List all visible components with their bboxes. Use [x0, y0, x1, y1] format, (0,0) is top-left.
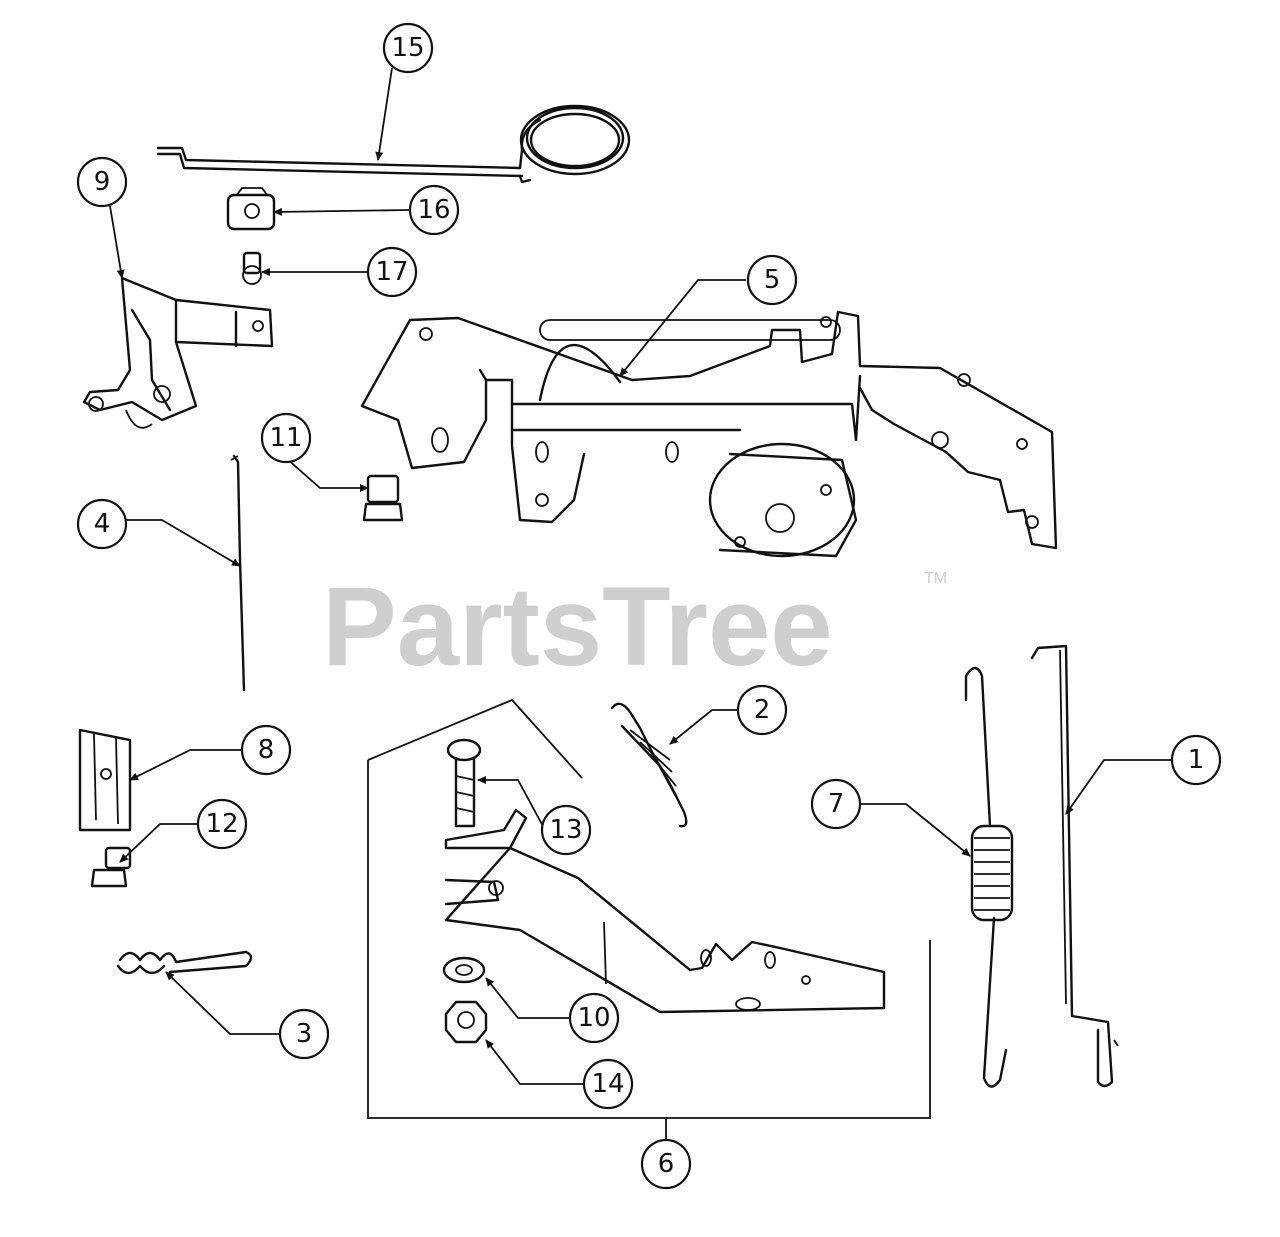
callout-7: 7 [810, 778, 862, 830]
callout-10-label: 10 [577, 1003, 610, 1033]
part-6-pedal-bracket [444, 808, 886, 1014]
callout-14: 14 [582, 1058, 634, 1110]
watermark-brand: PartsTree [322, 564, 833, 689]
callout-10: 10 [568, 992, 620, 1044]
callout-15: 15 [382, 22, 434, 74]
callout-6-label: 6 [658, 1149, 675, 1179]
part-1-long-rod [1030, 644, 1119, 1088]
callout-6: 6 [640, 1138, 692, 1190]
callout-13-label: 13 [549, 815, 582, 845]
part-8-plate [78, 728, 132, 832]
callout-1: 1 [1170, 734, 1222, 786]
callout-17-label: 17 [375, 257, 408, 287]
callout-12: 12 [196, 798, 248, 850]
callout-16-label: 16 [417, 195, 450, 225]
callout-2: 2 [736, 684, 788, 736]
part-15-spring-rod [156, 104, 631, 184]
callout-3: 3 [278, 1008, 330, 1060]
callout-15-label: 15 [391, 33, 424, 63]
callout-8-label: 8 [258, 735, 275, 765]
callout-17: 17 [366, 246, 418, 298]
watermark: PartsTree TM [322, 564, 947, 689]
part-2-spring [610, 702, 688, 828]
callout-16: 16 [408, 184, 460, 236]
callout-11: 11 [260, 412, 312, 464]
part-16-clip [226, 187, 276, 231]
part-17-screw [242, 251, 262, 285]
callout-12-label: 12 [205, 809, 238, 839]
callout-9: 9 [76, 156, 128, 208]
part-4-rod [230, 454, 246, 692]
callout-4: 4 [76, 498, 128, 550]
callout-11-label: 11 [269, 423, 302, 453]
callout-3-label: 3 [296, 1019, 313, 1049]
callout-9-label: 9 [94, 167, 111, 197]
part-10-washer [442, 956, 486, 984]
callout-13: 13 [540, 804, 592, 856]
callout-8: 8 [240, 724, 292, 776]
part-3-spring [116, 950, 253, 975]
part-11-bolt [362, 474, 404, 522]
part-9-bracket [82, 276, 274, 429]
part-13-bolt [446, 738, 482, 828]
leader-lines [109, 67, 1176, 1085]
watermark-trademark: TM [924, 570, 947, 587]
callout-14-label: 14 [591, 1069, 624, 1099]
callout-7-label: 7 [828, 789, 845, 819]
callout-2-label: 2 [754, 695, 771, 725]
part-5-main-bracket [360, 310, 1058, 558]
callout-5-label: 5 [764, 265, 781, 295]
callout-1-label: 1 [1188, 745, 1205, 775]
part-14-nut [444, 1000, 488, 1044]
part-6-group-outline [367, 698, 931, 1140]
part-12-bolt [90, 846, 132, 888]
callout-4-label: 4 [94, 509, 111, 539]
part-7-extension-spring [964, 666, 1014, 1088]
callout-5: 5 [746, 254, 798, 306]
